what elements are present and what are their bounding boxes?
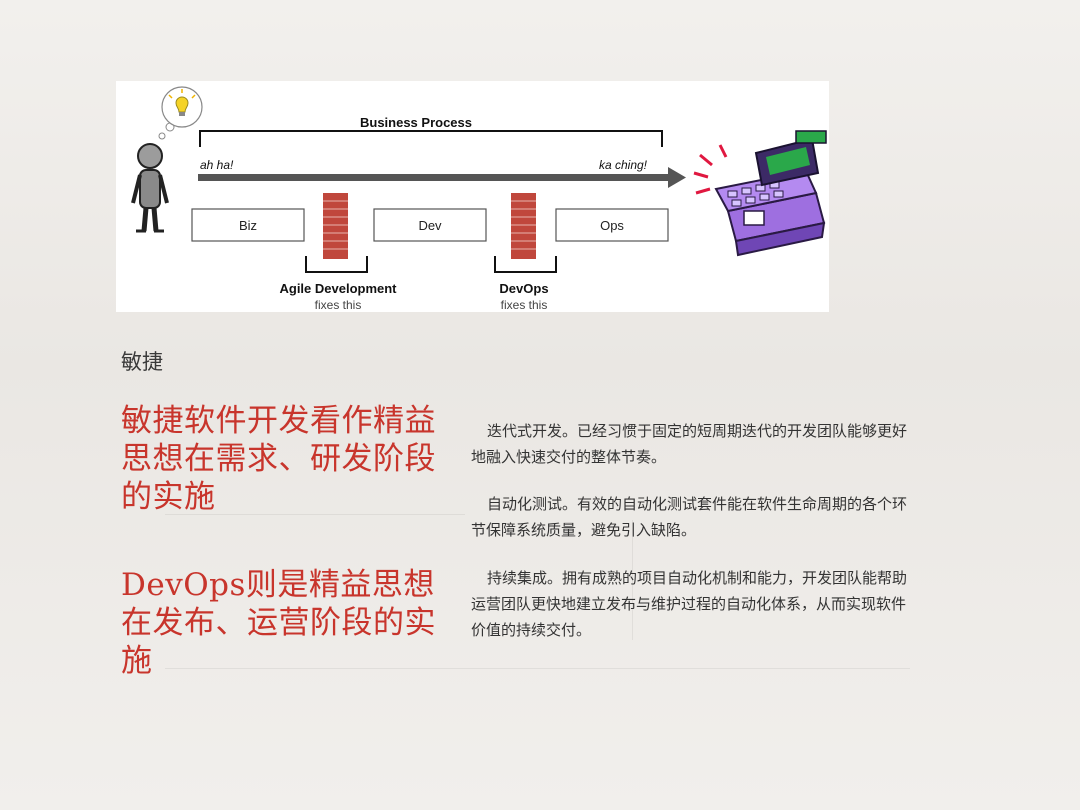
business-process-figure: Business Process ah ha! ka ching! Biz De… [116,81,829,312]
divider [632,520,633,640]
devops-title: DevOps [499,281,548,296]
paragraph-ci: 持续集成。拥有成熟的项目自动化机制和能力，开发团队能帮助运营团队更快地建立发布与… [471,569,908,639]
agile-subtitle: fixes this [315,298,362,312]
devops-subtitle: fixes this [501,298,548,312]
ah-ha-label: ah ha! [200,158,234,172]
lightbulb-icon [158,86,203,140]
stage-biz: Biz [191,208,305,242]
stage-dev: Dev [373,208,487,242]
stage-label: Ops [600,218,624,233]
process-arrow [198,167,686,188]
stage-label: Dev [418,218,442,233]
section-label: 敏捷 [121,350,163,374]
stage-ops: Ops [555,208,669,242]
agile-title: Agile Development [279,281,397,296]
headline-agile: 敏捷软件开发看作精益思想在需求、研发阶段的实施 [121,403,436,515]
business-process-label: Business Process [360,115,472,130]
paragraph-testing: 自动化测试。有效的自动化测试套件能在软件生命周期的各个环节保障系统质量，避免引入… [471,495,908,539]
headline-devops: DevOps则是精益思想在发布、运营阶段的实施 [121,567,436,679]
brick-wall-icon [511,193,536,259]
cash-register-icon [693,130,827,257]
stage-label: Biz [239,218,257,233]
divider [165,514,465,515]
brick-wall-icon [323,193,348,259]
ka-ching-label: ka ching! [599,158,648,172]
divider [165,668,910,669]
paragraph-iterative: 迭代式开发。已经习惯于固定的短周期迭代的开发团队能够更好地融入快速交付的整体节奏… [471,422,908,466]
person-icon [131,143,169,233]
